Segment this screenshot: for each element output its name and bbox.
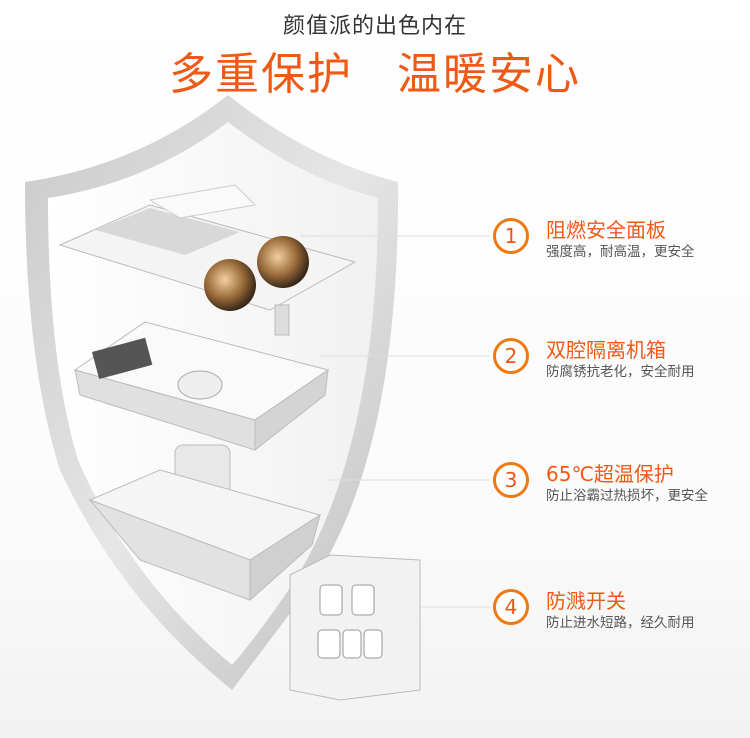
feature-desc: 防止浴霸过热损坏，更安全	[546, 488, 708, 504]
feature-title: 双腔隔离机箱	[546, 338, 666, 362]
feature-number-badge: 3	[493, 462, 529, 498]
subtitle: 颜值派的出色内在	[282, 14, 467, 39]
feature-desc: 强度高，耐高温，更安全	[546, 244, 695, 260]
feature-desc: 防腐锈抗老化，安全耐用	[546, 364, 695, 380]
feature-title: 阻燃安全面板	[546, 218, 666, 242]
leader-lines	[300, 235, 490, 608]
headline: 多重保护 温暖安心	[0, 38, 750, 102]
feature-number-badge: 2	[493, 338, 529, 374]
fan-base	[88, 444, 322, 602]
feature-title: 防溅开关	[546, 589, 626, 613]
headline-part-1: 多重保护	[169, 49, 353, 100]
housing-box	[73, 321, 330, 452]
headline-part-2: 温暖安心	[397, 49, 581, 100]
feature-title: 65℃超温保护	[546, 462, 674, 486]
feature-number-badge: 4	[493, 589, 529, 625]
feature-number-badge: 1	[493, 218, 529, 254]
panel	[58, 184, 357, 336]
switch-box	[289, 554, 421, 701]
feature-desc: 防止进水短路，经久耐用	[546, 615, 695, 631]
